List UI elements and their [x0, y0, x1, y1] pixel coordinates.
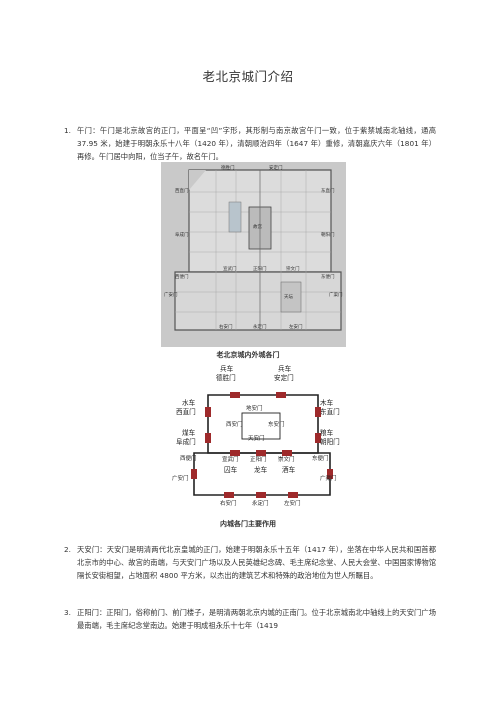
outer-gate-label: 西便门 [180, 456, 197, 462]
map-label: 西便门 [175, 275, 189, 280]
list-item: 3. 正阳门：正阳门，俗称前门、前门楼子，是明清两朝北京内城的正南门。位于北京城… [64, 606, 436, 632]
gate-name-label: 西直门 [176, 408, 196, 416]
gate-name-label: 安定门 [274, 374, 294, 382]
inner-gate-label: 西安门 [226, 422, 243, 428]
map-label: 右安门 [219, 325, 233, 330]
list-item: 1. 午门：午门是北京故宫的正门，平面呈“凹”字形，其形制与南京故宫午门一致，位… [64, 124, 436, 164]
item-number: 2. [64, 545, 71, 554]
gate-role-label: 木车 [320, 399, 334, 407]
item-number: 1. [64, 126, 71, 135]
list-item: 2. 天安门：天安门是明清两代北京皇城的正门，始建于明朝永乐十五年（1417 年… [64, 543, 436, 583]
map-label: 东直门 [321, 189, 335, 194]
gate-name-label: 崇文门 [278, 457, 295, 463]
gate-role-label: 酒车 [282, 466, 296, 474]
map-label: 东便门 [321, 275, 335, 280]
gate-name-label: 东直门 [320, 408, 340, 416]
map-label: 左安门 [289, 325, 303, 330]
item-text: 午门：午门是北京故宫的正门，平面呈“凹”字形，其形制与南京故宫午门一致，位于紫禁… [77, 126, 436, 162]
outer-gate-label: 右安门 [220, 501, 237, 507]
map-label: 广安门 [164, 293, 178, 298]
map-label: 崇文门 [286, 267, 300, 272]
outer-gate-label: 左安门 [284, 501, 301, 507]
inner-gate-label: 地安门 [246, 406, 263, 412]
map-label: 永定门 [253, 325, 267, 330]
map-label: 安定门 [269, 166, 283, 171]
map-label: 故宫 [253, 225, 262, 230]
outer-gate-label: 东便门 [312, 456, 329, 462]
outer-gate-label: 广安门 [172, 476, 189, 482]
figure2-caption: 内城各门主要作用 [220, 520, 276, 528]
gate-name-label: 朝阳门 [320, 438, 340, 446]
figure1-caption: 老北京城内外城各门 [216, 351, 280, 359]
map-label: 天坛 [284, 295, 293, 300]
gate-role-label: 囚车 [224, 466, 238, 474]
map-label: 朝阳门 [321, 233, 335, 238]
map-label: 西直门 [175, 189, 189, 194]
gate-role-label: 兵车 [220, 365, 234, 373]
gate-name-label: 宣武门 [222, 457, 239, 463]
page-title: 老北京城门介绍 [202, 69, 294, 84]
gate-role-label: 龙车 [254, 466, 268, 474]
item-number: 3. [64, 608, 71, 617]
map-label: 正阳门 [253, 267, 267, 272]
map-label: 宣武门 [223, 267, 237, 272]
inner-gate-label: 天安门 [248, 436, 265, 442]
gate-role-label: 粮车 [320, 429, 334, 437]
map-label: 阜成门 [175, 233, 189, 238]
inner-gate-label: 东安门 [268, 422, 285, 428]
gate-name-label: 德胜门 [216, 374, 236, 382]
gate-name-label: 正阳门 [250, 457, 267, 463]
gate-role-label: 煤车 [182, 429, 196, 437]
map-label: 广渠门 [329, 293, 343, 298]
outer-gate-label: 广渠门 [320, 476, 337, 482]
item-text: 正阳门：正阳门，俗称前门、前门楼子，是明清两朝北京内城的正南门。位于北京城南北中… [77, 608, 436, 631]
gate-role-label: 兵车 [278, 365, 292, 373]
gate-name-label: 阜成门 [176, 438, 196, 446]
gate-function-diagram: 兵车 德胜门 兵车 安定门 水车 西直门 木车 东直门 煤车 阜成门 粮车 朝阳… [170, 363, 340, 513]
gate-role-label: 水车 [182, 399, 196, 407]
item-text: 天安门：天安门是明清两代北京皇城的正门，始建于明朝永乐十五年（1417 年），坐… [77, 545, 436, 581]
outer-gate-label: 永定门 [252, 501, 269, 507]
old-beijing-map: 德胜门 安定门 西直门 东直门 阜成门 朝阳门 宣武门 正阳门 崇文门 广安门 … [161, 162, 346, 347]
map-label: 德胜门 [221, 166, 235, 171]
